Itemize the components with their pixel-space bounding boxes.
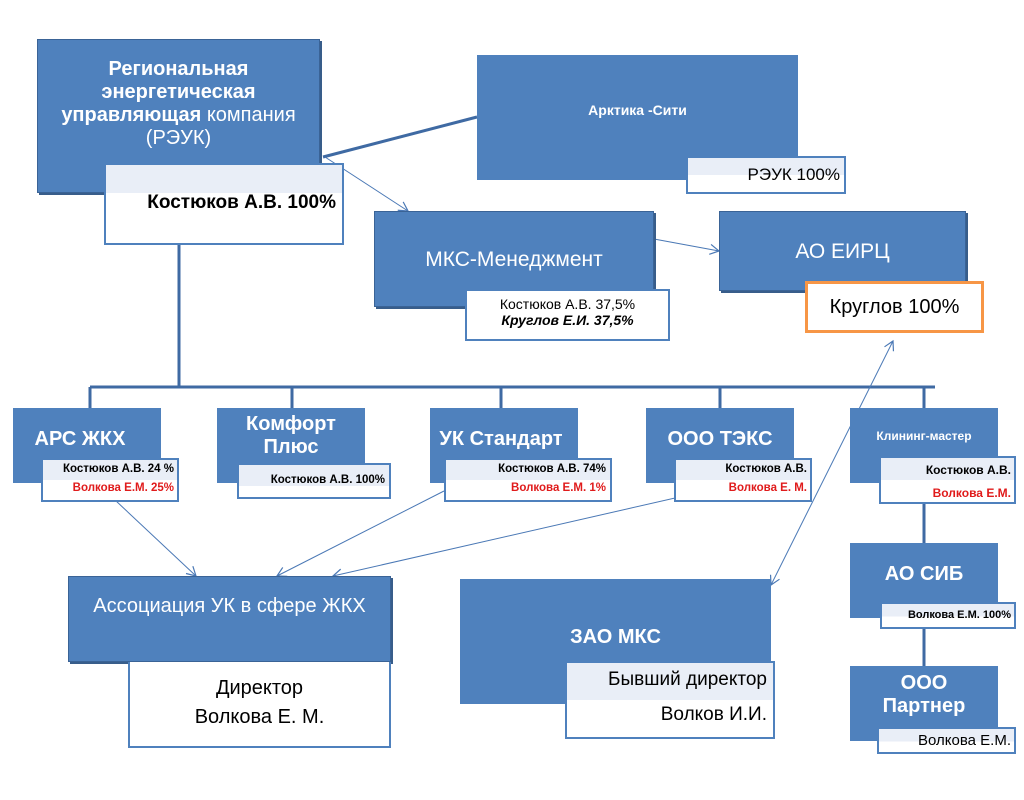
ao-eirc-title: АО ЕИРЦ [795, 240, 890, 263]
owner-line: Волкова Е.М. [932, 486, 1011, 500]
tag-zao-mks-director: Бывший директор Волков И.И. [565, 661, 775, 739]
ars-zhkh-title: АРС ЖКХ [34, 428, 126, 450]
uk-standart-title: УК Стандарт [439, 428, 563, 450]
tag-ao-sib-owner: Волкова Е.М. 100% [880, 602, 1016, 629]
ooo-teks-title: ООО ТЭКС [667, 428, 773, 450]
reuk-title-bold: Региональная энергетическая управляющая [61, 58, 256, 126]
arrow-ars-association [114, 499, 197, 577]
owner-line: Костюков А.В. 100% [147, 192, 336, 213]
owner-line: Костюков А.В. [725, 463, 807, 475]
arktika-title: Арктика -Сити [588, 102, 687, 119]
komfort-plus-title: Комфорт Плюс [246, 413, 336, 458]
tag-uk-standart-owners: Костюков А.В. 74% Волкова Е.М. 1% [444, 458, 612, 502]
owner-line: Волкова Е.М. [918, 732, 1011, 749]
owner-line: Костюков А.В. 74% [498, 463, 606, 475]
reuk-title-normal: компания (РЭУК) [145, 104, 296, 149]
mks-management-title: МКС-Менеджмент [425, 248, 603, 271]
owner-line: РЭУК 100% [747, 165, 840, 184]
owner-line: Волкова Е. М. [728, 482, 807, 494]
former-director-label: Бывший директор [608, 669, 767, 690]
ooo-partner-title: ООО Партнер [882, 672, 966, 717]
arrow-mks-management-aoeirc [653, 238, 721, 255]
tag-klining-master-owners: Костюков А.В. Волкова Е.М. [879, 456, 1016, 504]
connector-reuk-arktika [322, 115, 478, 159]
zao-mks-title: ЗАО МКС [570, 626, 661, 648]
association-title: Ассоциация УК в сфере ЖКХ [93, 595, 366, 617]
tag-mks-management-owners: Костюков А.В. 37,5% Круглов Е.И. 37,5% [465, 289, 670, 341]
owner-line: Круглов Е.И. 37,5% [501, 312, 634, 328]
tag-arktika-owner: РЭУК 100% [686, 156, 846, 194]
node-ao-eirc[interactable]: АО ЕИРЦ [719, 211, 966, 291]
klining-master-title: Клининг-мастер [876, 429, 972, 443]
owner-line: Костюков А.В. [925, 463, 1011, 477]
tag-komfort-plus-owner: Костюков А.В. 100% [237, 463, 391, 499]
owner-line: Костюков А.В. 24 % [62, 463, 174, 475]
tag-association-director: Директор Волкова Е. М. [128, 662, 391, 748]
owner-line: Костюков А.В. 100% [270, 474, 385, 486]
tag-ao-eirc-owner: Круглов 100% [805, 281, 984, 333]
former-director-name: Волков И.И. [660, 704, 767, 725]
node-association[interactable]: Ассоциация УК в сфере ЖКХ [68, 576, 391, 662]
arrow-standart-association [275, 490, 445, 577]
owner-line: Круглов 100% [829, 296, 960, 318]
tag-ooo-partner-owner: Волкова Е.М. [877, 727, 1016, 754]
owner-line: Волкова Е.М. 25% [72, 482, 174, 494]
director-label: Директор [215, 677, 304, 699]
owner-line: Костюков А.В. 37,5% [499, 296, 636, 312]
owner-line: Волкова Е.М. 100% [907, 609, 1011, 621]
tag-ooo-teks-owners: Костюков А.В. Волкова Е. М. [674, 458, 812, 502]
ao-sib-title: АО СИБ [884, 563, 964, 585]
arrow-zaomks-aoeirc [769, 339, 895, 587]
tag-reuk-owner: Костюков А.В. 100% [104, 163, 344, 245]
arrow-teks-association [331, 487, 720, 580]
tag-ars-zhkh-owners: Костюков А.В. 24 % Волкова Е.М. 25% [41, 458, 179, 502]
owner-line: Волкова Е.М. 1% [511, 482, 606, 494]
director-name: Волкова Е. М. [194, 706, 325, 728]
